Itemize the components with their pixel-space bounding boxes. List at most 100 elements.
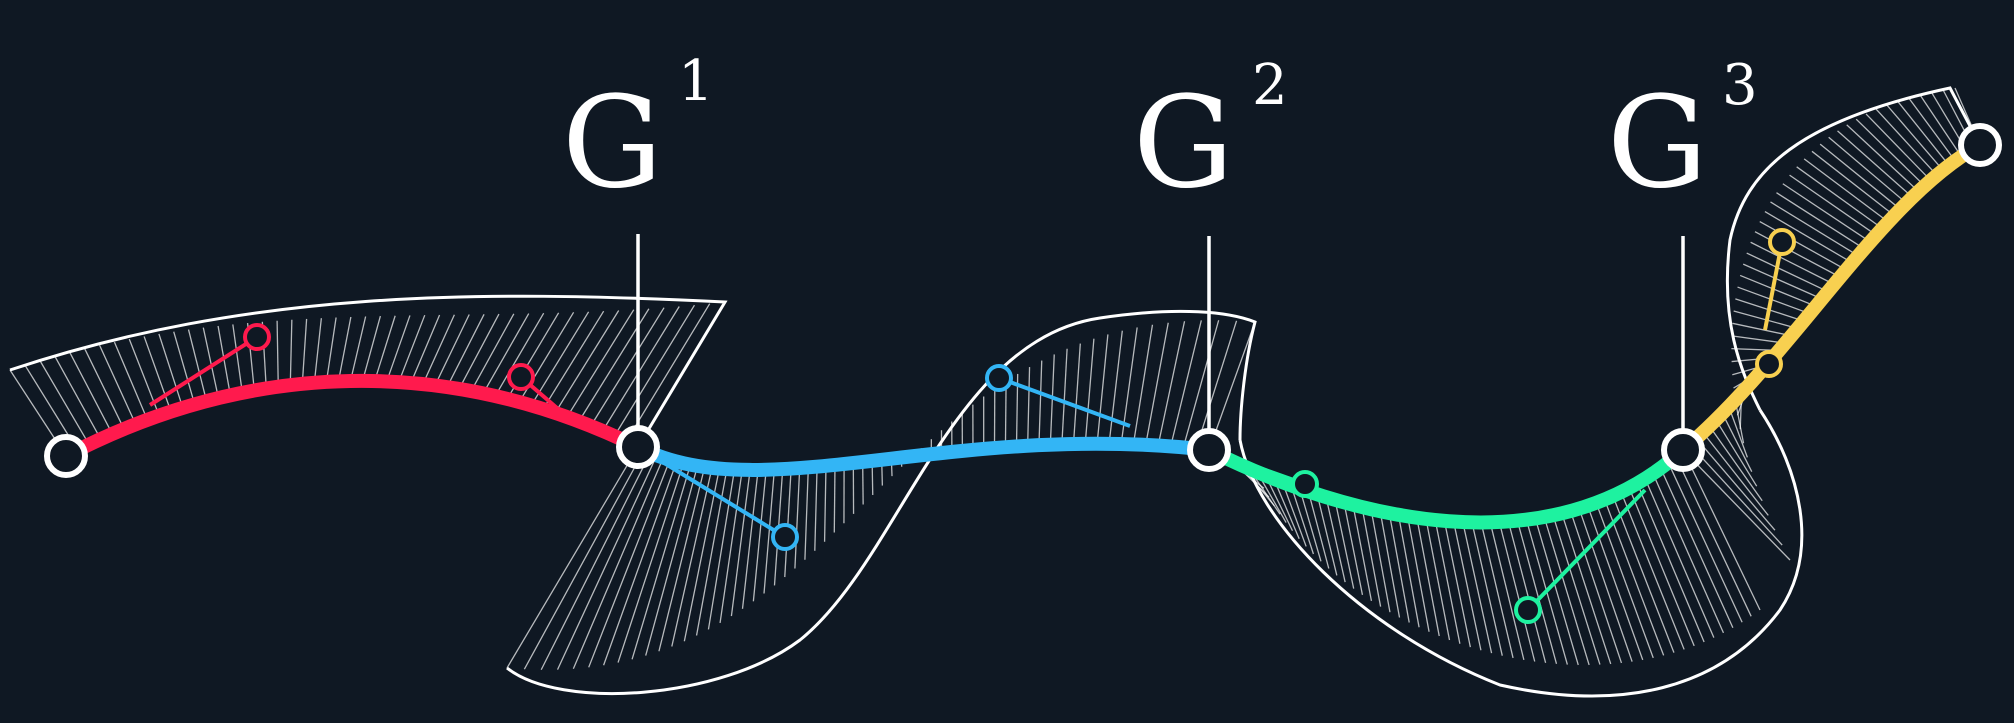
comb-tooth — [602, 461, 678, 666]
control-handle-point[interactable] — [1514, 596, 1542, 624]
comb-tooth — [1708, 425, 1763, 502]
join-point-g3[interactable] — [1661, 428, 1705, 472]
comb-tooth — [1084, 338, 1095, 444]
comb-tooth — [554, 310, 620, 414]
comb-tooth — [1061, 348, 1068, 445]
curvature-comb-2 — [506, 320, 1256, 671]
comb-tooth — [1108, 330, 1123, 444]
comb-tooth — [602, 306, 680, 432]
comb-tooth — [1603, 499, 1665, 656]
comb-tooth — [1587, 505, 1644, 661]
comb-tooth — [506, 446, 639, 669]
curvature-comb-1 — [9, 301, 726, 457]
comb-tooth — [337, 316, 352, 382]
comb-tooth — [1682, 449, 1791, 561]
comb-tooth — [1644, 478, 1715, 638]
comb-tooth — [1652, 473, 1725, 634]
comb-tooth — [613, 304, 696, 437]
comb-tooth — [1754, 231, 1841, 278]
control-handles — [148, 241, 1784, 612]
comb-tooth — [458, 313, 500, 390]
label-g2: G 2 — [1133, 53, 1288, 216]
join-point-g1[interactable] — [616, 425, 660, 469]
comb-tooth — [1875, 108, 1938, 176]
curvature-comb-2-outline — [506, 309, 1257, 696]
comb-tooth — [1896, 100, 1950, 166]
comb-tooth — [1682, 449, 1761, 611]
comb-tooth — [1886, 104, 1944, 171]
curve-end-point[interactable] — [1958, 123, 2002, 167]
comb-tooth — [617, 463, 685, 663]
comb-tooth — [833, 464, 836, 533]
control-handle-point[interactable] — [1768, 228, 1796, 256]
comb-tooth — [1789, 174, 1877, 236]
comb-tooth — [1819, 143, 1901, 210]
comb-tooth — [1498, 521, 1536, 662]
comb-tooth — [1855, 118, 1926, 187]
comb-tooth — [1334, 499, 1355, 589]
comb-tooth — [671, 467, 713, 647]
bezier-segment-1 — [59, 373, 645, 463]
control-handle-point[interactable] — [507, 363, 535, 391]
comb-tooth — [1352, 504, 1373, 601]
control-handle-point[interactable] — [1291, 470, 1319, 498]
comb-tooth — [763, 469, 776, 594]
comb-tooth — [1552, 515, 1601, 665]
curve-start-point[interactable] — [44, 434, 88, 478]
comb-tooth — [289, 319, 293, 386]
comb-tooth — [173, 331, 196, 405]
curvature-comb-3-outline — [1238, 409, 1804, 698]
comb-tooth — [590, 307, 665, 427]
control-handle-point[interactable] — [1755, 350, 1783, 378]
comb-tooth — [1480, 522, 1514, 659]
comb-tooth — [1299, 488, 1322, 562]
comb-tooth — [232, 324, 243, 393]
comb-tooth — [361, 315, 382, 382]
bezier-segment-4 — [1676, 138, 1987, 457]
comb-tooth — [814, 466, 818, 551]
control-handle-point[interactable] — [985, 364, 1013, 392]
comb-tooth — [1145, 322, 1169, 445]
comb-tooth — [1361, 506, 1382, 607]
comb-tooth — [1759, 220, 1847, 271]
comb-tooth — [1828, 136, 1907, 204]
comb-tooth — [1764, 211, 1853, 264]
comb-tooth — [1072, 343, 1081, 444]
comb-tooth — [1534, 518, 1579, 666]
comb-tooth — [1507, 521, 1547, 664]
comb-tooth — [1370, 509, 1391, 613]
join-point-g2[interactable] — [1187, 428, 1231, 472]
comb-tooth — [1379, 511, 1401, 618]
comb-tooth — [752, 469, 767, 602]
comb-tooth — [1132, 324, 1154, 445]
comb-tooth — [741, 469, 759, 609]
comb-tooth — [1702, 431, 1769, 516]
comb-tooth — [113, 341, 149, 421]
comb-tooth — [1782, 183, 1871, 243]
control-handle-line — [1526, 488, 1647, 612]
comb-tooth — [54, 356, 102, 440]
comb-tooth — [1516, 520, 1558, 665]
comb-tooth — [1416, 517, 1440, 637]
label-g3-superscript: 3 — [1722, 53, 1758, 118]
comb-tooth — [1739, 274, 1817, 307]
comb-tooth — [202, 327, 220, 399]
comb-tooth — [494, 312, 545, 397]
comb-tooth — [1004, 381, 1007, 448]
comb-tooth — [1675, 456, 1752, 617]
comb-tooth — [1837, 130, 1913, 198]
comb-tooth — [1307, 491, 1330, 569]
comb-tooth — [1660, 467, 1734, 629]
comb-tooth — [823, 465, 827, 542]
comb-tooth — [1578, 508, 1633, 662]
control-handle-point[interactable] — [771, 523, 799, 551]
comb-tooth — [386, 315, 411, 382]
comb-tooth — [422, 314, 455, 385]
label-g2-superscript: 2 — [1252, 53, 1288, 118]
comb-tooth — [1281, 481, 1307, 547]
comb-tooth — [1846, 124, 1920, 192]
control-handle-point[interactable] — [243, 323, 271, 351]
comb-tooth — [1796, 166, 1883, 230]
comb-tooth — [1397, 514, 1420, 628]
